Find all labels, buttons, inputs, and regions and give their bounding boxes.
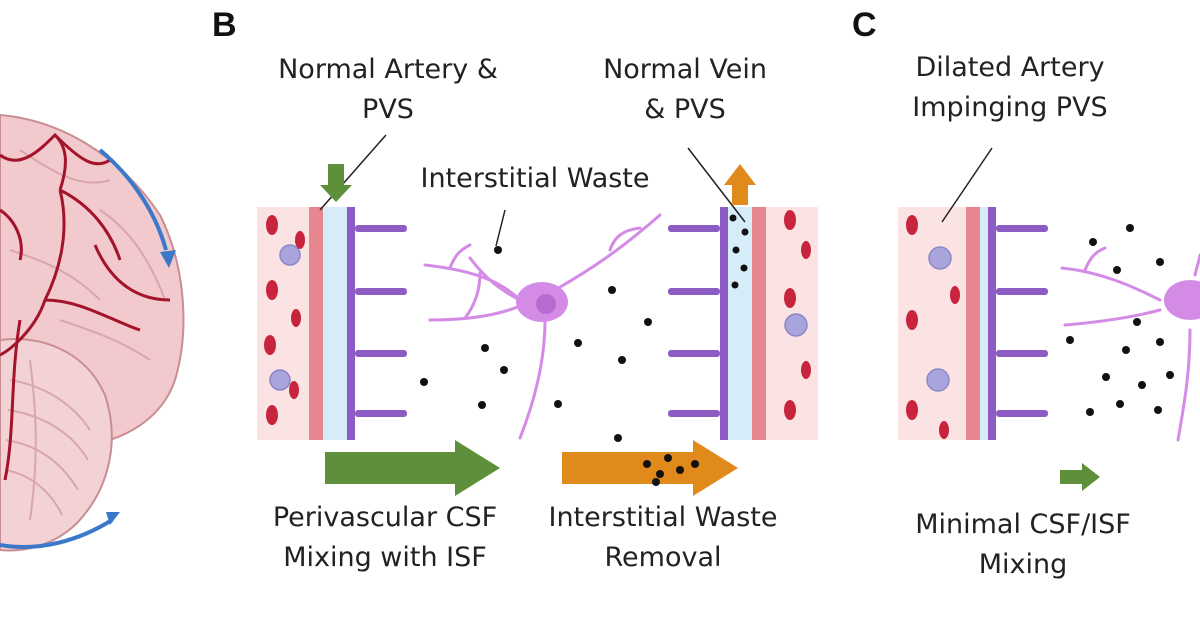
label-waste-removal-line1: Interstitial Waste	[548, 502, 778, 533]
brain-illustration	[0, 113, 185, 552]
panel-c-graphic	[898, 147, 1200, 491]
csf-mixing-arrow	[325, 440, 500, 496]
vein-wbcs	[784, 313, 808, 337]
dilated-pvs-compressed	[980, 207, 988, 440]
vein-glia-wall	[720, 207, 728, 440]
dilated-rbcs	[906, 215, 960, 439]
minimal-mixing-arrow	[1060, 463, 1100, 491]
neuron	[423, 213, 662, 440]
panel-letter-c: C	[852, 6, 877, 44]
label-dilated-artery: Dilated Artery Impinging PVS	[890, 48, 1130, 128]
brain-vessels	[0, 132, 171, 481]
neuron-c	[1060, 246, 1200, 442]
label-dilated-artery-line2: Impinging PVS	[912, 92, 1108, 123]
dilated-wbcs	[926, 246, 952, 392]
label-waste-removal-line2: Removal	[604, 542, 722, 573]
waste-outflow-arrow	[724, 164, 756, 205]
artery-glia-wall	[347, 207, 355, 440]
panel-letter-b: B	[212, 6, 237, 44]
label-dilated-artery-line1: Dilated Artery	[915, 52, 1105, 83]
label-normal-vein-line1: Normal Vein	[603, 54, 767, 85]
label-interstitial-waste-text: Interstitial Waste	[420, 163, 650, 194]
waste-removal-arrow	[562, 440, 738, 496]
interstitial-waste-dots	[420, 246, 652, 442]
leader-lines	[319, 134, 746, 247]
dilated-leader-line	[941, 147, 993, 223]
label-normal-artery-line1: Normal Artery &	[278, 54, 498, 85]
label-normal-artery: Normal Artery & PVS	[243, 50, 533, 130]
label-minimal-mixing: Minimal CSF/ISF Mixing	[893, 505, 1153, 585]
waste-removal-arrow-dots	[643, 454, 699, 486]
panel-b-graphic	[257, 134, 818, 496]
panel-c-waste-dots	[1066, 224, 1174, 416]
neuron-nucleus	[536, 294, 556, 314]
artery-astrocyte-endfeet	[355, 225, 407, 417]
neuron-c-soma	[1164, 280, 1200, 320]
artery-endothelium	[309, 207, 323, 440]
label-normal-vein: Normal Vein & PVS	[560, 50, 810, 130]
dilated-glia-wall	[988, 207, 996, 440]
csf-inflow-arrow	[320, 164, 352, 202]
label-interstitial-waste: Interstitial Waste	[390, 159, 680, 199]
label-normal-vein-line2: & PVS	[644, 94, 726, 125]
vein-pvs	[728, 207, 752, 440]
label-csf-mixing: Perivascular CSF Mixing with ISF	[255, 498, 515, 578]
vein-endothelium	[752, 207, 766, 440]
artery-rbcs	[264, 215, 305, 425]
vein-astrocyte-endfeet	[668, 225, 720, 417]
label-waste-removal: Interstitial Waste Removal	[528, 498, 798, 578]
artery-pvs	[323, 207, 347, 440]
label-minimal-mixing-line2: Mixing	[978, 549, 1068, 580]
cerebellum-folds	[5, 359, 91, 521]
flow-arrow-bottom	[0, 518, 114, 549]
flow-arrow-top	[98, 148, 168, 251]
vein-pvs-waste	[729, 214, 749, 289]
artery-wbcs	[269, 244, 301, 391]
dilated-astrocyte-endfeet	[996, 225, 1048, 417]
vein-rbcs	[784, 210, 811, 420]
dilated-endothelium	[966, 207, 980, 440]
label-csf-mixing-line2: Mixing with ISF	[283, 542, 487, 573]
label-normal-artery-line2: PVS	[362, 94, 414, 125]
label-csf-mixing-line1: Perivascular CSF	[272, 502, 498, 533]
label-minimal-mixing-line1: Minimal CSF/ISF	[915, 509, 1131, 540]
